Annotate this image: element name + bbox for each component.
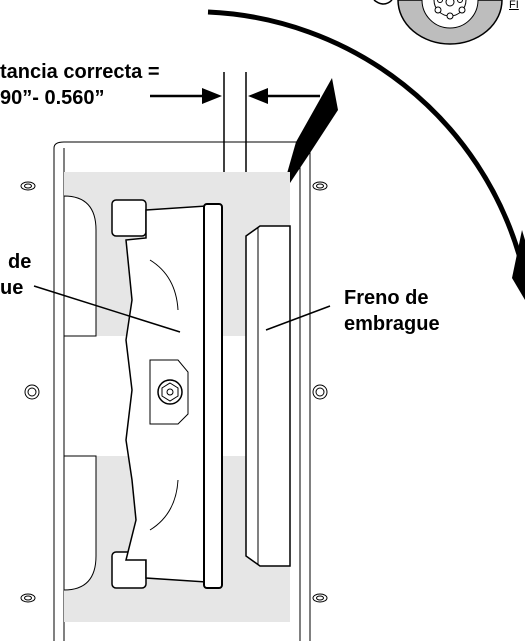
- clutch-flange: [203, 203, 223, 589]
- distance-label-line1: tancia correcta =: [0, 61, 160, 83]
- leader-left: [33, 285, 181, 333]
- distance-label-line2: 90”- 0.560”: [0, 87, 105, 109]
- panel-bottom-notch: [63, 455, 97, 591]
- arrow-right: [248, 88, 320, 104]
- figure-reference: FI: [509, 0, 519, 11]
- brake-label-line1: Freno de: [344, 287, 429, 309]
- callout-wedge-2: [512, 230, 525, 300]
- left-part-label-line1: de: [8, 251, 32, 273]
- callout-arc: [207, 9, 523, 259]
- clutch-brake-disc: [245, 225, 291, 567]
- left-part-label-line2: ue: [0, 277, 24, 299]
- panel-top-notch: [63, 195, 97, 337]
- clutch-body: [111, 199, 207, 589]
- leader-brake: [265, 305, 331, 331]
- brake-label-line2: embrague: [344, 313, 440, 335]
- bolt-holes: [20, 181, 328, 603]
- callout-wedge: [280, 78, 338, 198]
- wheel-inset-icon: [373, 0, 503, 45]
- arrow-left: [150, 88, 222, 104]
